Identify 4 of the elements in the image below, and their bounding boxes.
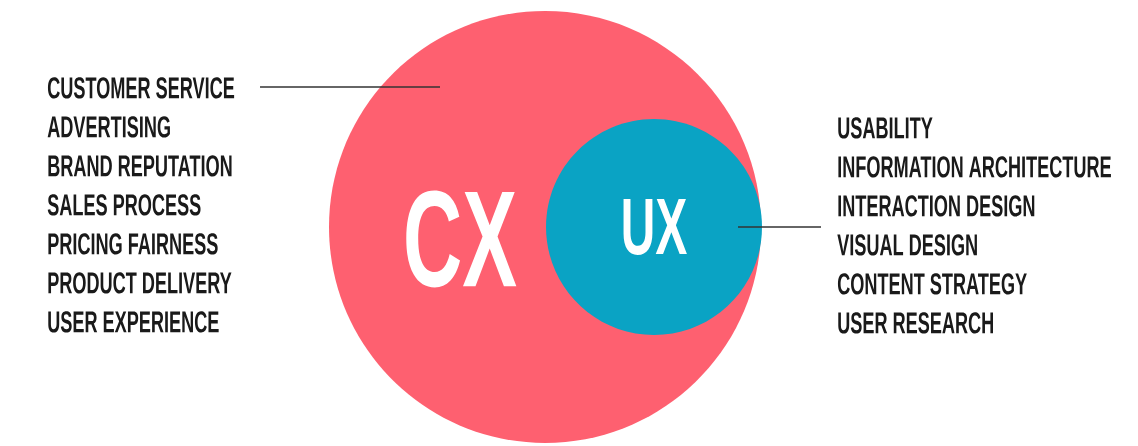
leader-line [737, 226, 822, 228]
item-list: CUSTOMER SERVICE ADVERTISING BRAND REPUTATION SALES PROCESS PRICING FAIRNESS PRODUCT DELIVERY USER EXPERIENCE [47, 77, 235, 333]
item-list: USABILITY INFORMATION ARCHITECTURE INTERACTION DESIGN VISUAL DESIGN CONTENT STRATEGY USER RESEARCH [837, 117, 1111, 334]
leader-line [259, 86, 441, 88]
